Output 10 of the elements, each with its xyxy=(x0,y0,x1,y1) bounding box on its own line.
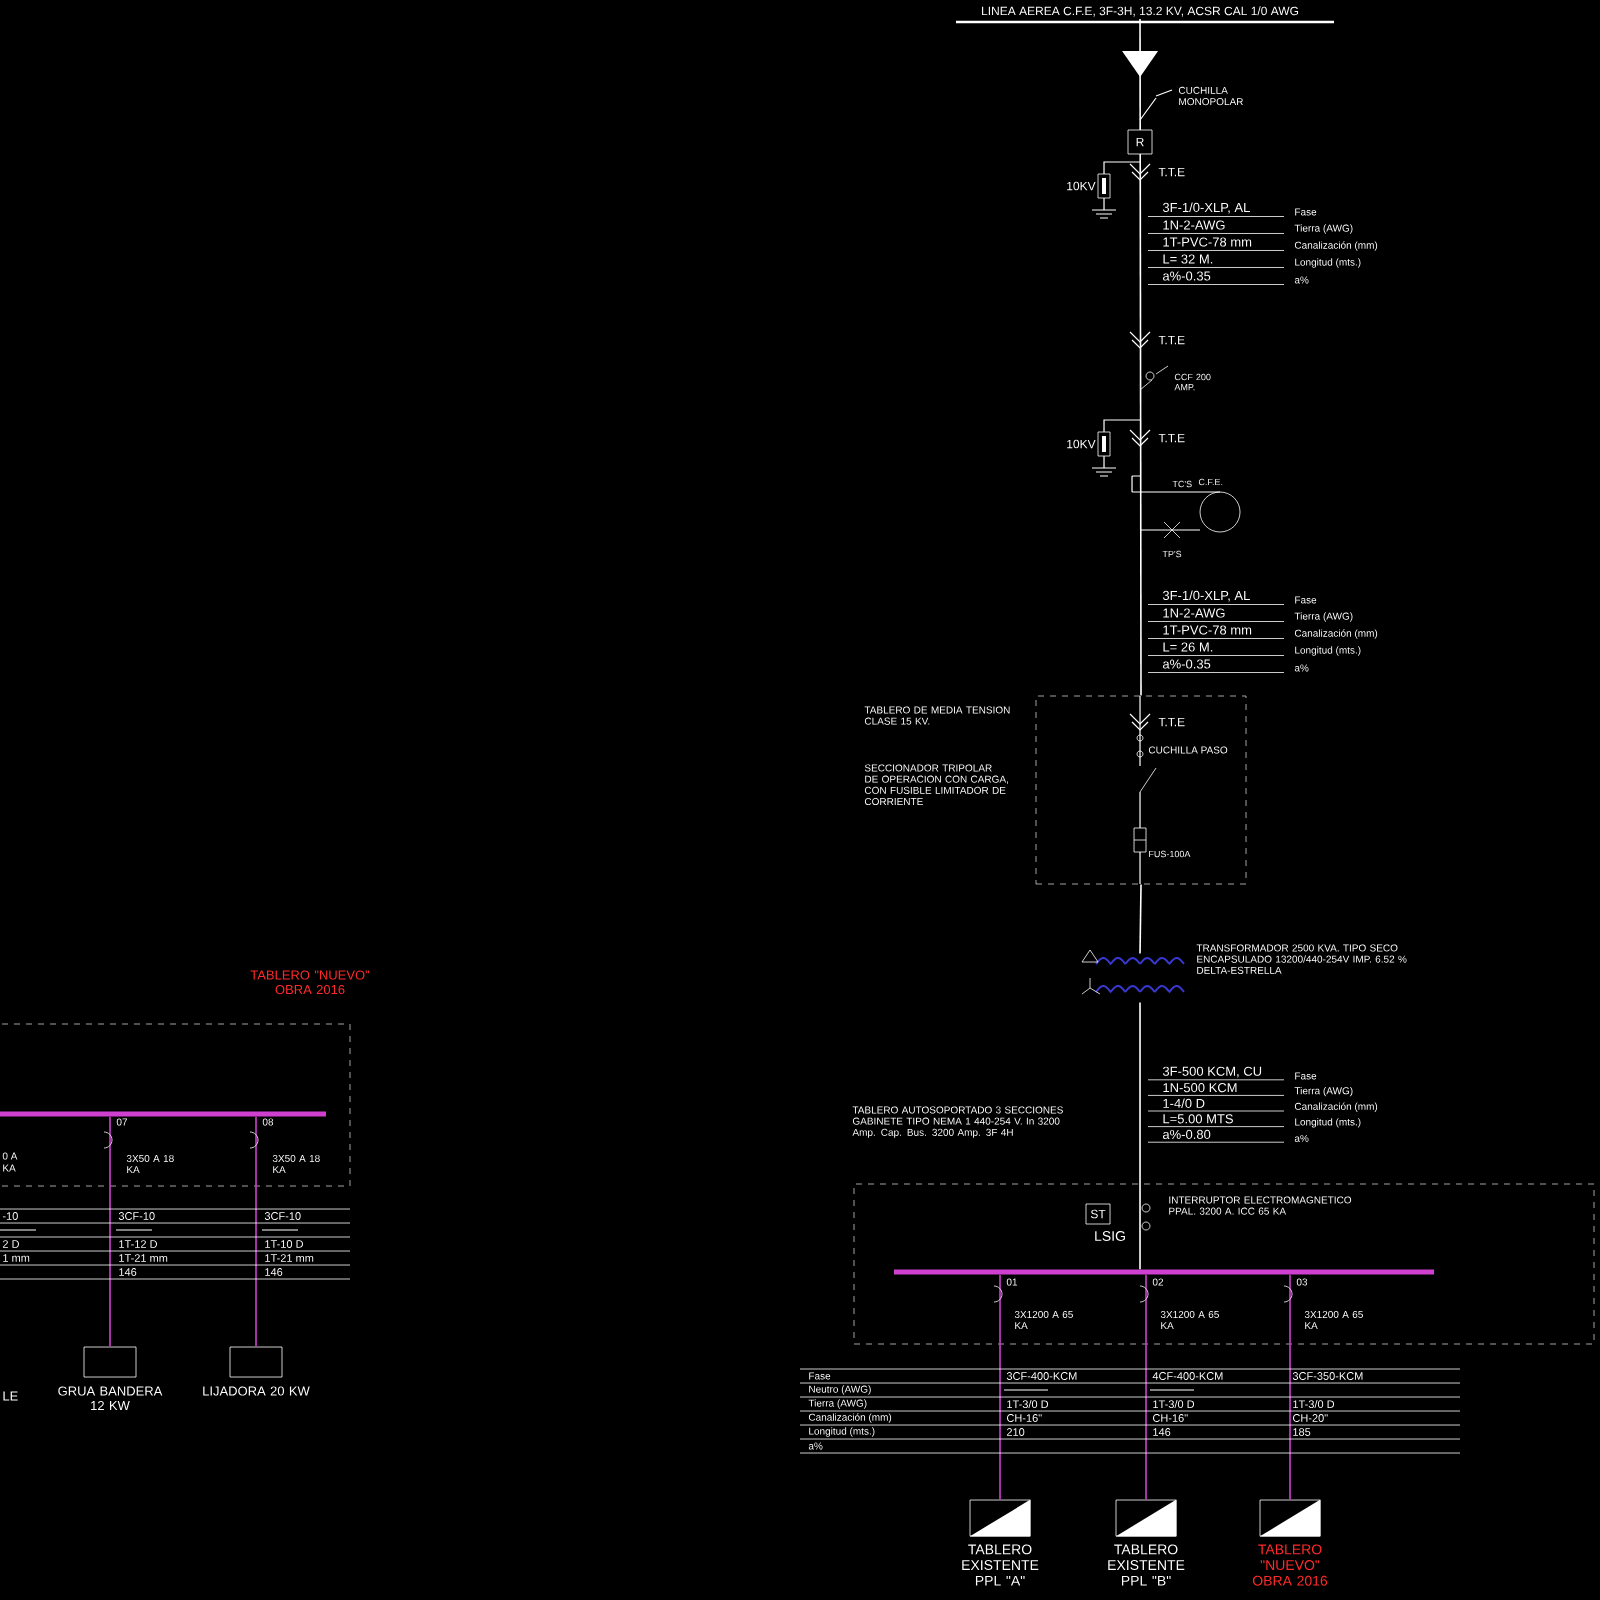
connector-line xyxy=(1289,1274,1291,1501)
connector-line xyxy=(255,1116,257,1348)
connector-line xyxy=(109,1116,111,1348)
connector-line xyxy=(1122,18,1159,697)
connector-line xyxy=(1139,883,1142,955)
connector-line xyxy=(1139,1001,1141,1270)
bus-bar xyxy=(0,1111,326,1117)
connector-line xyxy=(1145,1274,1147,1501)
connector-line xyxy=(999,1274,1001,1501)
bus-bar xyxy=(894,1269,1434,1275)
